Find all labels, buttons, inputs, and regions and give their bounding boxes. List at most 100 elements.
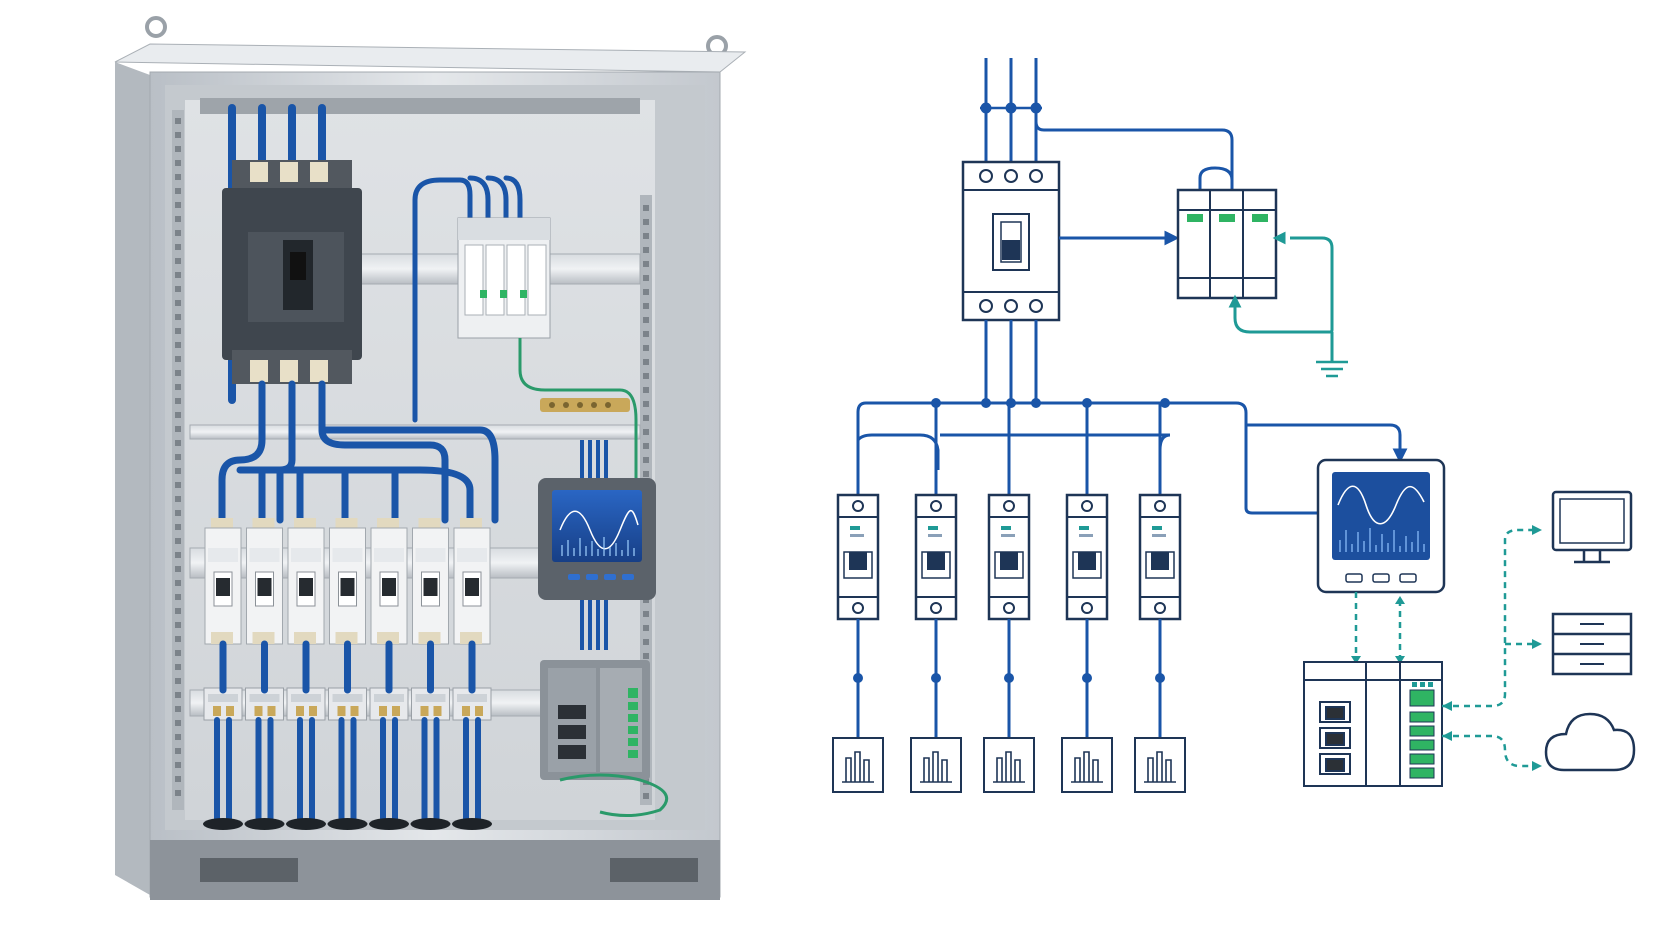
- rail-hole: [175, 398, 181, 404]
- rail-hole: [175, 468, 181, 474]
- cable-glands: [203, 818, 492, 830]
- spd-feed-cables: [412, 175, 523, 423]
- rail-hole: [175, 580, 181, 586]
- branch-breaker: [246, 518, 283, 645]
- rail-hole: [175, 762, 181, 768]
- rail-hole: [175, 636, 181, 642]
- load-icon: [983, 737, 1035, 793]
- bus-junction: [981, 398, 991, 408]
- rail-hole: [175, 524, 181, 530]
- rail-hole: [175, 328, 181, 334]
- branch-breaker: [412, 518, 449, 645]
- rail-hole: [175, 678, 181, 684]
- ground-terminal-bar: [540, 398, 630, 412]
- rail-hole: [643, 331, 649, 337]
- rail-hole: [643, 471, 649, 477]
- cloud-icon: [1544, 712, 1636, 772]
- rail-hole: [175, 314, 181, 320]
- load-icon: [1134, 737, 1186, 793]
- cable-gland: [410, 818, 451, 830]
- rail-hole: [175, 272, 181, 278]
- schematic-power-meter: [1316, 458, 1446, 594]
- rail-hole: [175, 496, 181, 502]
- schematic-gateway: [1303, 661, 1443, 787]
- rail-hole: [175, 734, 181, 740]
- rail-hole: [175, 790, 181, 796]
- cable-gland: [286, 818, 326, 830]
- rail-hole: [643, 247, 649, 253]
- schematic-branch: [1134, 403, 1186, 793]
- rail-hole: [175, 440, 181, 446]
- rail-hole: [643, 289, 649, 295]
- rail-hole: [175, 356, 181, 362]
- rail-hole: [643, 415, 649, 421]
- surge-protection-device: [457, 217, 551, 339]
- rail-hole: [643, 345, 649, 351]
- schematic-branch: [910, 403, 962, 793]
- rail-hole: [175, 132, 181, 138]
- rail-hole: [643, 429, 649, 435]
- rail-hole: [175, 244, 181, 250]
- cabinet-top: [114, 43, 747, 73]
- rail-hole: [175, 230, 181, 236]
- rail-hole: [175, 454, 181, 460]
- rail-hole: [643, 261, 649, 267]
- busbar-upper: [856, 401, 1318, 515]
- branch-breaker: [329, 518, 366, 645]
- rail-hole: [175, 384, 181, 390]
- schematic-branch: [1061, 403, 1113, 793]
- rail-hole: [175, 594, 181, 600]
- rail-hole: [175, 482, 181, 488]
- schematic-main-breaker: [961, 160, 1061, 322]
- arrow-to-meter: [1392, 448, 1408, 464]
- rail-hole: [643, 303, 649, 309]
- schematic-surge-protector: [1176, 188, 1278, 300]
- distribution-cables: [218, 380, 499, 524]
- rail-hole: [175, 286, 181, 292]
- cabinet-side: [115, 62, 150, 895]
- rail-hole: [175, 342, 181, 348]
- electrical-cabinet: [114, 16, 747, 900]
- ground-connection: [1228, 231, 1348, 378]
- cable-gland: [244, 818, 285, 830]
- cabinet-power-meter: [538, 440, 656, 650]
- rail-hole: [175, 258, 181, 264]
- rail-hole: [175, 118, 181, 124]
- rail-hole: [175, 566, 181, 572]
- server-icon: [1551, 612, 1633, 676]
- cable-gland: [369, 818, 409, 830]
- rail-hole: [643, 443, 649, 449]
- plinth-vent-right: [610, 858, 698, 882]
- rail-hole: [175, 370, 181, 376]
- rail-hole: [643, 219, 649, 225]
- rail-hole: [175, 300, 181, 306]
- branch-breaker: [370, 518, 408, 645]
- incoming-phase-lines: [980, 58, 1042, 162]
- branch-breakers: [204, 518, 491, 645]
- rail-hole: [175, 160, 181, 166]
- cable-gland: [327, 818, 368, 830]
- network-links: [1442, 528, 1534, 768]
- rail-hole: [175, 552, 181, 558]
- rail-hole: [643, 275, 649, 281]
- rail-hole: [175, 538, 181, 544]
- rail-hole: [175, 412, 181, 418]
- rail-hole: [643, 653, 649, 659]
- rail-hole: [643, 793, 649, 799]
- schematic-branches: [832, 403, 1186, 793]
- rail-hole: [643, 317, 649, 323]
- rail-hole: [175, 146, 181, 152]
- rail-hole: [175, 426, 181, 432]
- load-icon: [1061, 737, 1113, 793]
- rail-hole: [175, 692, 181, 698]
- spd-feed-loop: [1198, 166, 1234, 190]
- rail-hole: [643, 205, 649, 211]
- rail-hole: [175, 776, 181, 782]
- single-line-schematic: [832, 58, 1636, 793]
- rail-hole: [643, 373, 649, 379]
- rail-hole: [643, 639, 649, 645]
- rail-hole: [643, 457, 649, 463]
- bus-junction: [1160, 398, 1170, 408]
- rail-hole: [643, 359, 649, 365]
- cabinet-gateway-module: [540, 660, 669, 817]
